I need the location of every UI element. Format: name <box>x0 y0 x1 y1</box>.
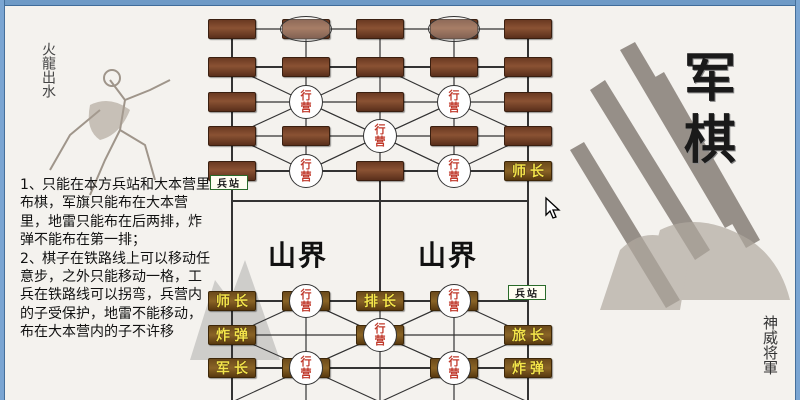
station-marker[interactable]: 兵站 <box>508 285 546 300</box>
rule-text: 棋子在铁路线上可以移动任意步，之外只能移动一格，工兵在铁路线可以拐弯，兵营内的子… <box>20 250 210 341</box>
camp-label: 营 <box>448 170 460 183</box>
player-piece[interactable]: 排长 <box>356 291 404 311</box>
game-board[interactable]: 山界 山界 师长团长排长工兵炸弹司令旅长军长连长连长炸弹师长行营行营行营行营行营… <box>200 14 565 400</box>
camp-circle[interactable]: 行营 <box>437 284 471 318</box>
camp-circle[interactable]: 行营 <box>437 351 471 385</box>
camp-circle[interactable]: 行营 <box>363 119 397 153</box>
opponent-piece[interactable] <box>208 19 256 39</box>
player-piece[interactable]: 军长 <box>208 358 256 378</box>
rule-item: 1、只能在本方兵站和大本营里布棋，军旗只能布在大本营里，地雷只能布在后两排，炸弹… <box>20 176 210 250</box>
player-piece[interactable]: 旅长 <box>504 325 552 345</box>
opponent-piece[interactable] <box>208 57 256 77</box>
rule-text: 只能在本方兵站和大本营里布棋，军旗只能布在大本营里，地雷只能布在后两排，炸弹不能… <box>20 177 210 249</box>
camp-label: 行 <box>300 355 312 368</box>
camp-label: 行 <box>448 89 460 102</box>
player-piece[interactable]: 炸弹 <box>504 358 552 378</box>
opponent-piece[interactable] <box>504 126 552 146</box>
headquarters-marker <box>280 16 332 42</box>
opponent-piece[interactable] <box>504 19 552 39</box>
camp-circle[interactable]: 行营 <box>289 85 323 119</box>
player-piece[interactable]: 师长 <box>504 161 552 181</box>
opponent-piece[interactable] <box>356 19 404 39</box>
window-frame-top <box>0 0 800 6</box>
opponent-piece[interactable] <box>356 57 404 77</box>
rule-number: 1、 <box>20 177 43 193</box>
camp-label: 行 <box>300 288 312 301</box>
camp-label: 营 <box>448 367 460 380</box>
camp-circle[interactable]: 行营 <box>437 154 471 188</box>
seal-text: 火龍出水 <box>40 42 56 98</box>
arrow-cursor-icon <box>545 196 561 219</box>
camp-label: 行 <box>448 355 460 368</box>
camp-label: 营 <box>300 367 312 380</box>
camp-label: 营 <box>300 170 312 183</box>
opponent-piece[interactable] <box>504 92 552 112</box>
opponent-piece[interactable] <box>356 161 404 181</box>
rules-panel: 1、只能在本方兵站和大本营里布棋，军旗只能布在大本营里，地雷只能布在后两排，炸弹… <box>20 176 210 342</box>
camp-label: 营 <box>374 135 386 148</box>
game-title: 军棋 <box>683 48 736 171</box>
camp-label: 营 <box>300 300 312 313</box>
rule-number: 2、 <box>20 250 43 267</box>
station-marker[interactable]: 兵站 <box>210 175 248 190</box>
camp-label: 营 <box>448 300 460 313</box>
opponent-piece[interactable] <box>208 126 256 146</box>
opponent-piece[interactable] <box>356 92 404 112</box>
camp-label: 营 <box>374 334 386 347</box>
camp-circle[interactable]: 行营 <box>363 318 397 352</box>
camp-label: 营 <box>448 101 460 114</box>
camp-circle[interactable]: 行营 <box>289 154 323 188</box>
opponent-piece[interactable] <box>208 92 256 112</box>
opponent-piece[interactable] <box>282 126 330 146</box>
camp-label: 行 <box>300 89 312 102</box>
river-label-left: 山界 <box>268 239 329 272</box>
opponent-piece[interactable] <box>504 57 552 77</box>
camp-circle[interactable]: 行营 <box>289 284 323 318</box>
river-label-right: 山界 <box>418 239 479 272</box>
headquarters-marker <box>428 16 480 42</box>
opponent-piece[interactable] <box>430 57 478 77</box>
player-piece[interactable]: 师长 <box>208 291 256 311</box>
signature-text: 神威将軍 <box>761 315 779 375</box>
camp-label: 行 <box>374 322 386 335</box>
window-frame-left <box>0 0 5 400</box>
opponent-piece[interactable] <box>282 57 330 77</box>
camp-label: 行 <box>448 288 460 301</box>
rule-item: 2、棋子在铁路线上可以移动任意步，之外只能移动一格，工兵在铁路线可以拐弯，兵营内… <box>20 250 210 342</box>
camp-circle[interactable]: 行营 <box>437 85 471 119</box>
player-piece[interactable]: 炸弹 <box>208 325 256 345</box>
camp-label: 行 <box>448 158 460 171</box>
camp-label: 营 <box>300 101 312 114</box>
camp-label: 行 <box>300 158 312 171</box>
window-frame-right <box>795 0 800 400</box>
camp-label: 行 <box>374 123 386 136</box>
camp-circle[interactable]: 行营 <box>289 351 323 385</box>
opponent-piece[interactable] <box>430 126 478 146</box>
